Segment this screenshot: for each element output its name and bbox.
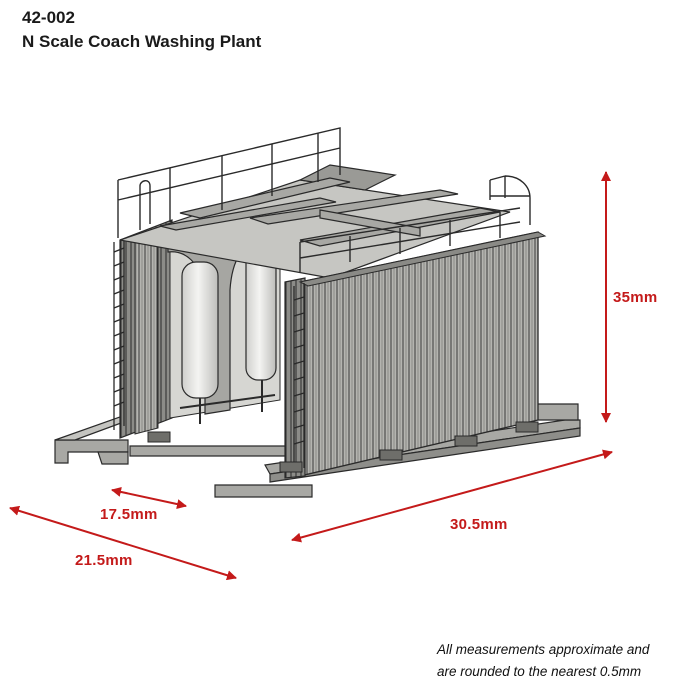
product-title: N Scale Coach Washing Plant [22,32,262,51]
right-wall [284,231,547,479]
inner-depth-label: 17.5mm [100,506,158,523]
length-arrow [291,449,613,543]
measurement-note-line2: are rounded to the nearest 0.5mm [437,664,642,679]
product-code: 42-002 [22,8,75,27]
inner-depth-arrow [111,487,187,509]
right-ladder [293,283,305,470]
roof-railings [117,127,531,272]
left-wall [119,219,173,439]
outer-depth-label: 21.5mm [75,552,133,569]
dimension-arrows [9,171,613,581]
left-ladder [113,238,125,430]
measurement-note-line1: All measurements approximate and [437,642,650,657]
length-label: 30.5mm [450,516,508,533]
outer-depth-arrow [9,505,237,581]
height-label: 35mm [613,289,658,306]
wash-tank-left [181,261,219,399]
